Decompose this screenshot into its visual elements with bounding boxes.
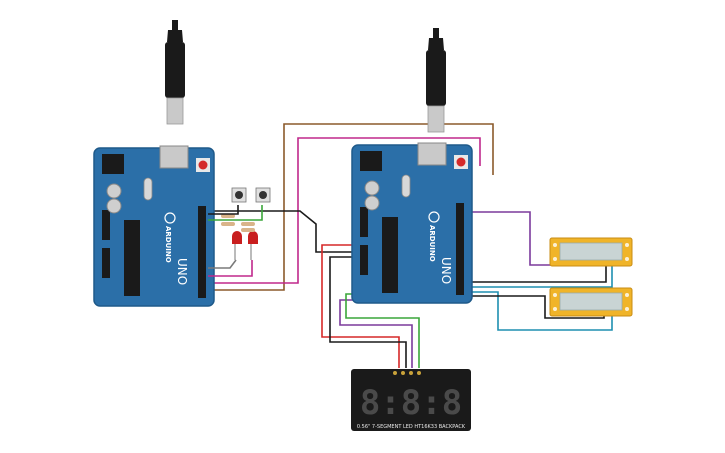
led-red[interactable]: [232, 231, 242, 260]
wire-magenta-led[interactable]: [208, 260, 253, 277]
arduino-model-label: UNO: [175, 258, 189, 285]
arduino-brand-label: ARDUINO: [164, 226, 172, 263]
resistor[interactable]: [221, 222, 235, 226]
arduino-board-left[interactable]: ARDUINO UNO: [93, 145, 215, 307]
arduino-board-right[interactable]: ARDUINO UNO: [351, 142, 473, 304]
wire-brown-link[interactable]: [208, 123, 494, 291]
resistor[interactable]: [241, 228, 255, 232]
wire-black-display[interactable]: [329, 256, 407, 368]
pushbutton[interactable]: [255, 187, 271, 203]
arduino-logo-icon: [164, 212, 176, 224]
wire-grey-led[interactable]: [208, 259, 237, 269]
pushbutton[interactable]: [231, 187, 247, 203]
wire-black-button[interactable]: [208, 205, 239, 215]
lcd-module[interactable]: [549, 237, 633, 267]
wire-teal-lcd2[interactable]: [470, 291, 613, 331]
wire-teal-lcd1[interactable]: [470, 266, 613, 288]
wire-purple-lcd[interactable]: [466, 211, 561, 266]
lcd-module[interactable]: [549, 287, 633, 317]
arduino-brand-label: ARDUINO: [428, 225, 436, 262]
display-caption: 0.56" 7-SEGMENT LED HT16K33 BACKPACK: [357, 424, 466, 430]
wire-green-display[interactable]: [345, 293, 420, 368]
wire-black-lcd1[interactable]: [470, 266, 607, 283]
wire-green-button[interactable]: [208, 205, 263, 221]
usb-plug-icon[interactable]: [164, 19, 186, 125]
arduino-logo-icon: [428, 211, 440, 223]
seven-segment-display[interactable]: 8:8:8 0.56" 7-SEGMENT LED HT16K33 BACKPA…: [351, 369, 471, 431]
resistor[interactable]: [241, 222, 255, 226]
display-digits: 8:8:8: [360, 383, 462, 423]
arduino-model-label: UNO: [439, 257, 453, 284]
usb-plug-icon[interactable]: [425, 27, 447, 133]
wire-purple-display[interactable]: [339, 299, 413, 368]
wire-black-gnd[interactable]: [200, 210, 358, 253]
wire-red-display[interactable]: [321, 244, 400, 368]
resistor[interactable]: [221, 214, 235, 218]
wire-black-lcd2[interactable]: [470, 295, 605, 319]
led-red[interactable]: [248, 231, 258, 260]
wire-magenta-link[interactable]: [208, 137, 481, 284]
